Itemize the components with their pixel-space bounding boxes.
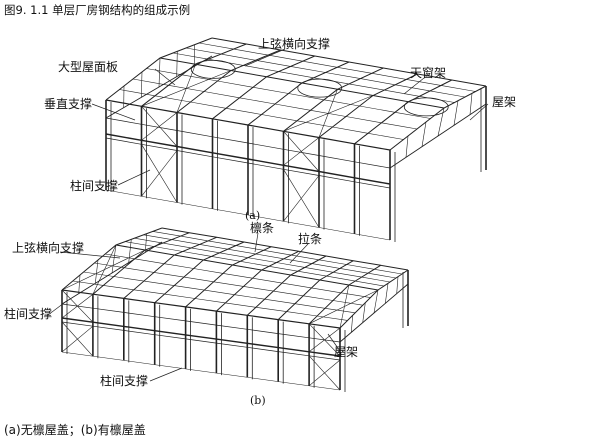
leader-b-purlin — [254, 232, 259, 253]
label-a-large-roof-panel: 大型屋面板 — [58, 60, 118, 74]
leader-b-column-bottom — [149, 367, 183, 382]
ridge-line — [115, 244, 379, 291]
roof-panel-line — [119, 89, 404, 140]
vertical-bracing — [61, 293, 94, 319]
top-chord-bracing — [92, 244, 117, 295]
diagram-a-drawing — [105, 37, 487, 242]
column-bracing — [141, 150, 178, 197]
label-b-column-bracing-bottom: 柱间支撑 — [100, 373, 148, 388]
roof-panel-line — [83, 271, 356, 314]
leader-b-tie — [289, 243, 309, 264]
truss-web — [362, 302, 366, 323]
leader-a-vertical — [91, 103, 136, 121]
skylight-frame — [190, 59, 236, 79]
roof-panel-line — [143, 234, 397, 279]
label-a-roof-truss: 屋架 — [492, 95, 516, 109]
vertical-bracing — [283, 137, 320, 166]
label-a-vertical-bracing: 垂直支撑 — [44, 96, 92, 111]
leader-a-top-chord — [244, 48, 286, 67]
truss-web — [95, 259, 99, 284]
ground-line — [61, 351, 341, 391]
roof-panel-line — [105, 253, 371, 298]
skylight-frame — [403, 97, 449, 117]
leader-b-truss — [327, 333, 341, 352]
roof-panel-line — [152, 231, 403, 275]
truss-web — [141, 71, 143, 98]
crane-beam — [61, 321, 341, 361]
label-b-roof-truss: 屋架 — [334, 345, 358, 359]
leader-a-truss — [469, 103, 489, 121]
top-chord-bracing — [318, 89, 338, 138]
truss-web — [145, 233, 147, 253]
roof-panel-line — [172, 52, 455, 103]
truss-web — [351, 315, 353, 333]
truss-web — [405, 135, 409, 158]
truss-web — [453, 100, 459, 126]
column-bracing — [61, 325, 94, 353]
truss-web — [385, 283, 389, 304]
column-bracing — [308, 359, 341, 387]
sublabel-a: (a) — [245, 209, 260, 222]
leader-a-roof-panel — [154, 68, 176, 86]
truss-web — [78, 274, 81, 294]
back-eave-line — [211, 37, 487, 87]
leader-a-column — [117, 169, 151, 186]
bottom-chord-line — [61, 303, 341, 343]
label-b-purlin: 檩条 — [250, 220, 274, 235]
ground-line — [105, 189, 391, 241]
back-eave-line — [161, 227, 409, 271]
truss-web — [111, 244, 117, 274]
leader-b-column-left — [47, 299, 69, 316]
roof-panel-line — [185, 47, 466, 98]
top-chord-bracing — [339, 284, 350, 329]
roof-panel-line — [125, 241, 385, 287]
crane-beam — [105, 137, 391, 189]
diagram-b-drawing — [61, 227, 409, 392]
figure-title: 图9. 1.1 单层厂房钢结构的组成示例 — [4, 3, 190, 17]
front-eave-line — [105, 99, 391, 151]
label-b-top-chord-bracing: 上弦横向支撑 — [12, 240, 84, 255]
leader-b-top-chord — [59, 251, 121, 259]
leader-lines — [47, 48, 489, 382]
roof-panel-line — [198, 42, 476, 92]
label-b-column-bracing-left: 柱间支撑 — [4, 306, 52, 321]
truss-web — [469, 93, 473, 115]
column-bracing — [283, 175, 320, 222]
leader-a-skylight — [403, 77, 425, 95]
roof-panel-line — [94, 262, 363, 306]
vertical-bracing — [308, 327, 341, 353]
label-a-top-chord-bracing: 上弦横向支撑 — [258, 36, 330, 51]
roof-panel-line — [146, 68, 431, 119]
figure-caption: (a)无檩屋盖；(b)有檩屋盖 — [4, 422, 146, 437]
skylight-frame — [297, 78, 343, 98]
roof-panel-line — [72, 280, 348, 321]
truss-web — [176, 51, 178, 77]
roof-panel-line — [132, 78, 418, 130]
front-eave-line — [61, 289, 341, 329]
bottom-chord-line — [105, 117, 391, 169]
top-chord-bracing — [61, 249, 146, 291]
roof-panel-line — [134, 237, 391, 283]
top-chord-bracing — [308, 289, 379, 325]
vertical-bracing — [141, 112, 178, 141]
sublabel-b: (b) — [250, 394, 266, 407]
truss-web — [128, 239, 132, 263]
truss-web — [421, 121, 427, 147]
label-a-skylight-frame: 天窗架 — [410, 66, 446, 80]
label-b-tie-bar: 拉条 — [298, 231, 322, 246]
truss-web — [396, 276, 399, 294]
label-a-column-bracing: 柱间支撑 — [70, 178, 118, 193]
truss-web — [373, 289, 379, 314]
crane-beam — [105, 133, 391, 185]
crane-beam — [61, 317, 341, 357]
